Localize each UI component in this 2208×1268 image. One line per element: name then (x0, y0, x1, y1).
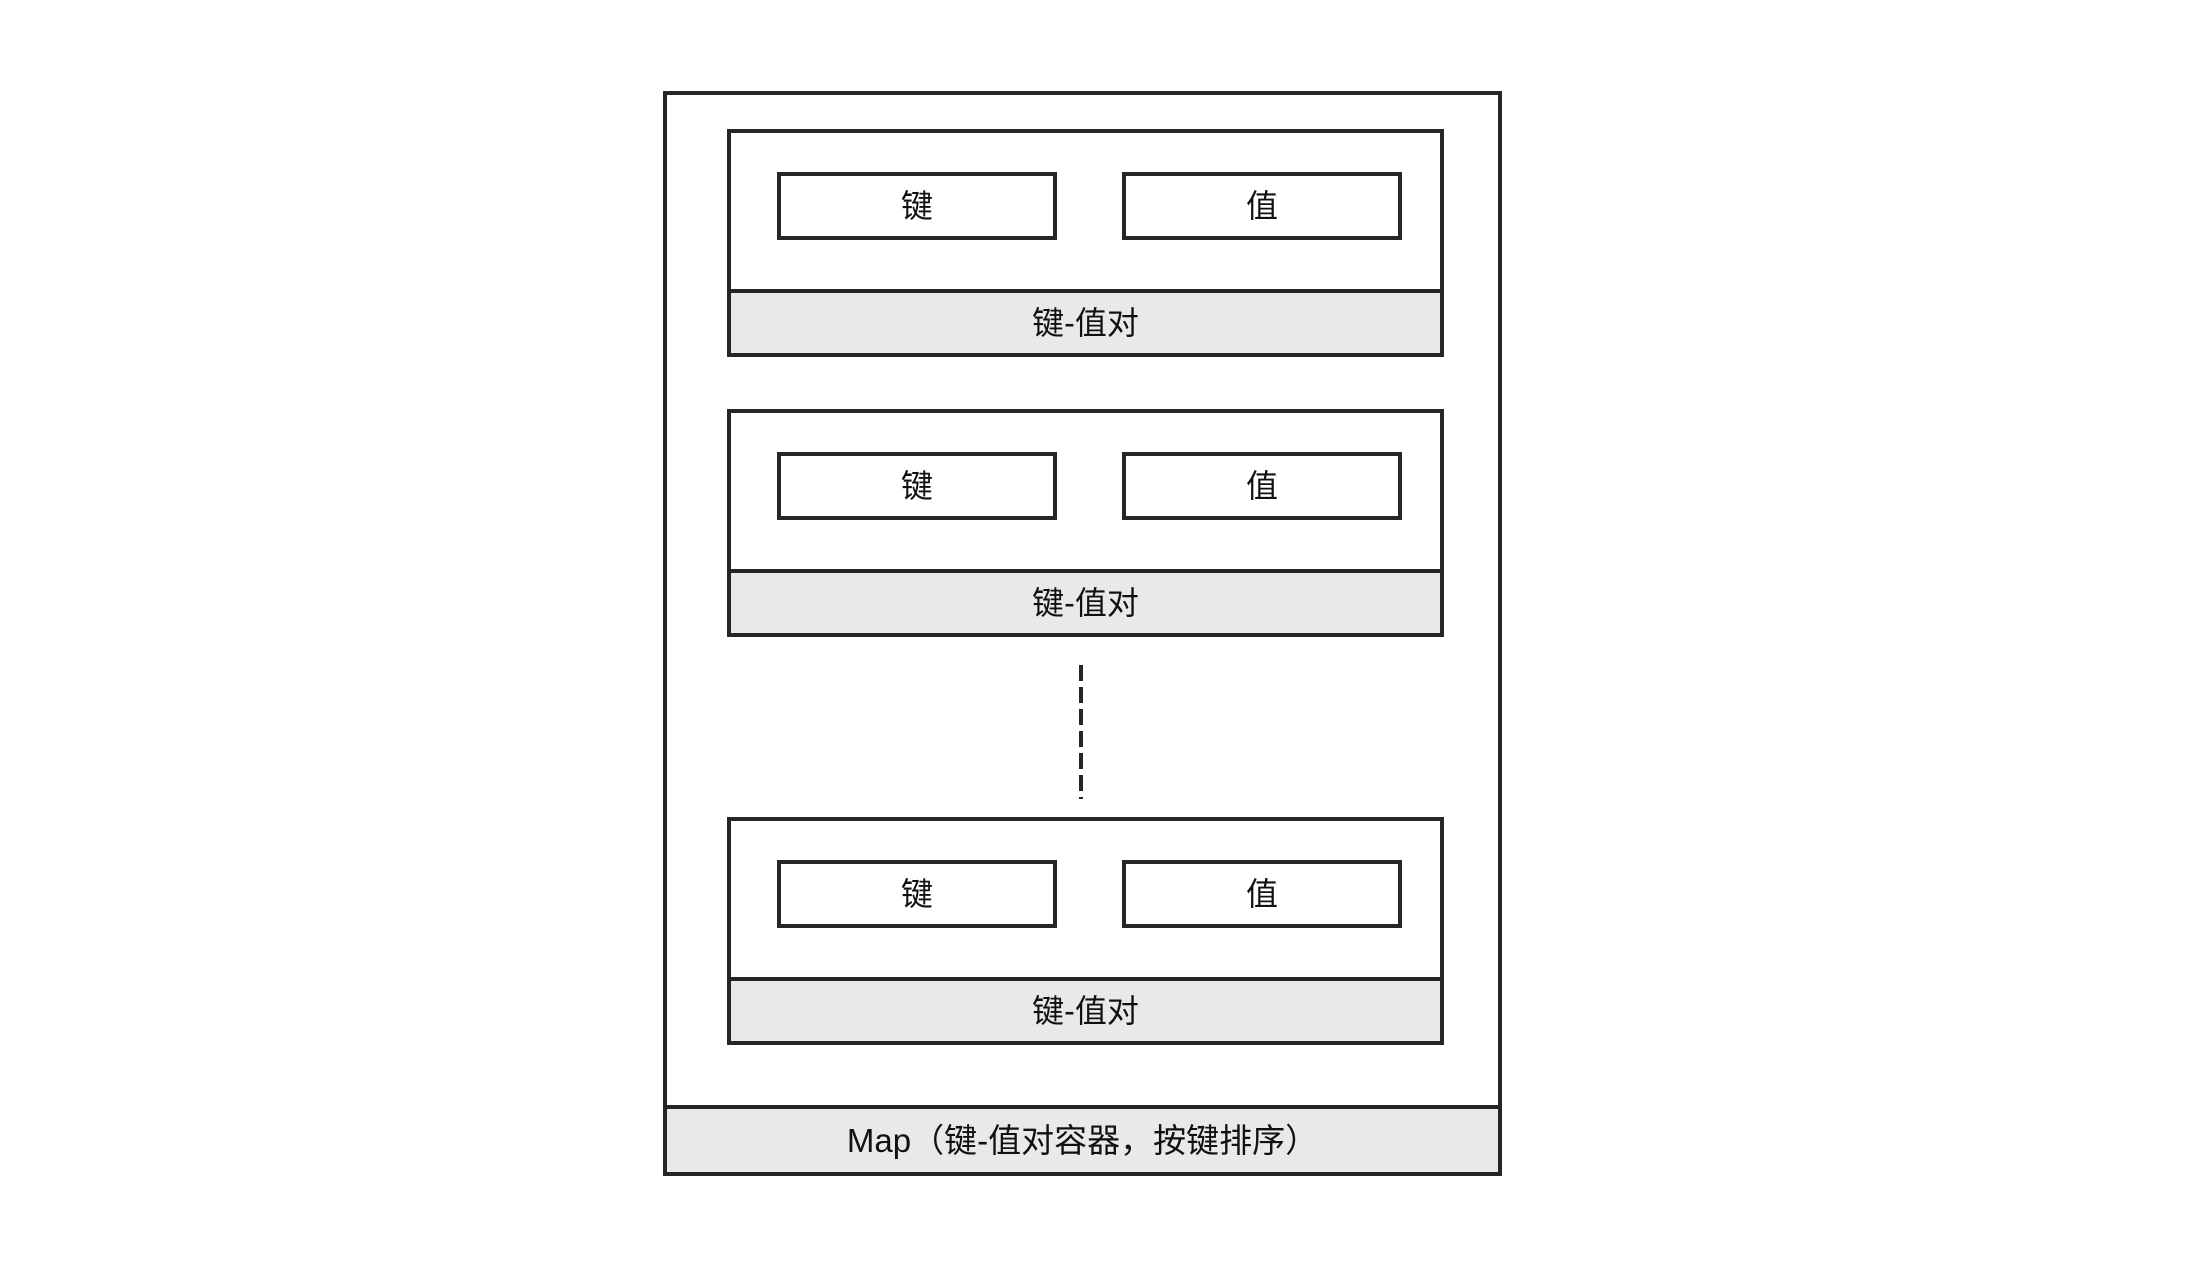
value-label: 值 (1245, 876, 1278, 912)
pair-strip: 键-值对 (731, 289, 1440, 353)
value-label: 值 (1245, 468, 1278, 504)
ellipsis-dashed-line (1079, 665, 1083, 799)
key-label: 键 (900, 188, 933, 224)
key-value-pair-box: 键 值 键-值对 (727, 129, 1444, 357)
value-box: 值 (1122, 452, 1402, 520)
map-footer-strip: Map（键-值对容器，按键排序） (667, 1105, 1498, 1172)
key-box: 键 (777, 452, 1057, 520)
key-box: 键 (777, 172, 1057, 240)
key-value-pair-box: 键 值 键-值对 (727, 817, 1444, 1045)
pair-strip: 键-值对 (731, 977, 1440, 1041)
key-value-pair-box: 键 值 键-值对 (727, 409, 1444, 637)
map-footer-label: Map（键-值对容器，按键排序） (846, 1122, 1319, 1159)
value-box: 值 (1122, 172, 1402, 240)
key-box: 键 (777, 860, 1057, 928)
pair-strip: 键-值对 (731, 569, 1440, 633)
value-label: 值 (1245, 188, 1278, 224)
map-container-box: 键 值 键-值对 键 值 键-值对 键 (663, 91, 1502, 1176)
pair-strip-label: 键-值对 (1032, 993, 1139, 1029)
key-label: 键 (900, 468, 933, 504)
pair-strip-label: 键-值对 (1032, 305, 1139, 341)
key-label: 键 (900, 876, 933, 912)
value-box: 值 (1122, 860, 1402, 928)
pair-strip-label: 键-值对 (1032, 585, 1139, 621)
